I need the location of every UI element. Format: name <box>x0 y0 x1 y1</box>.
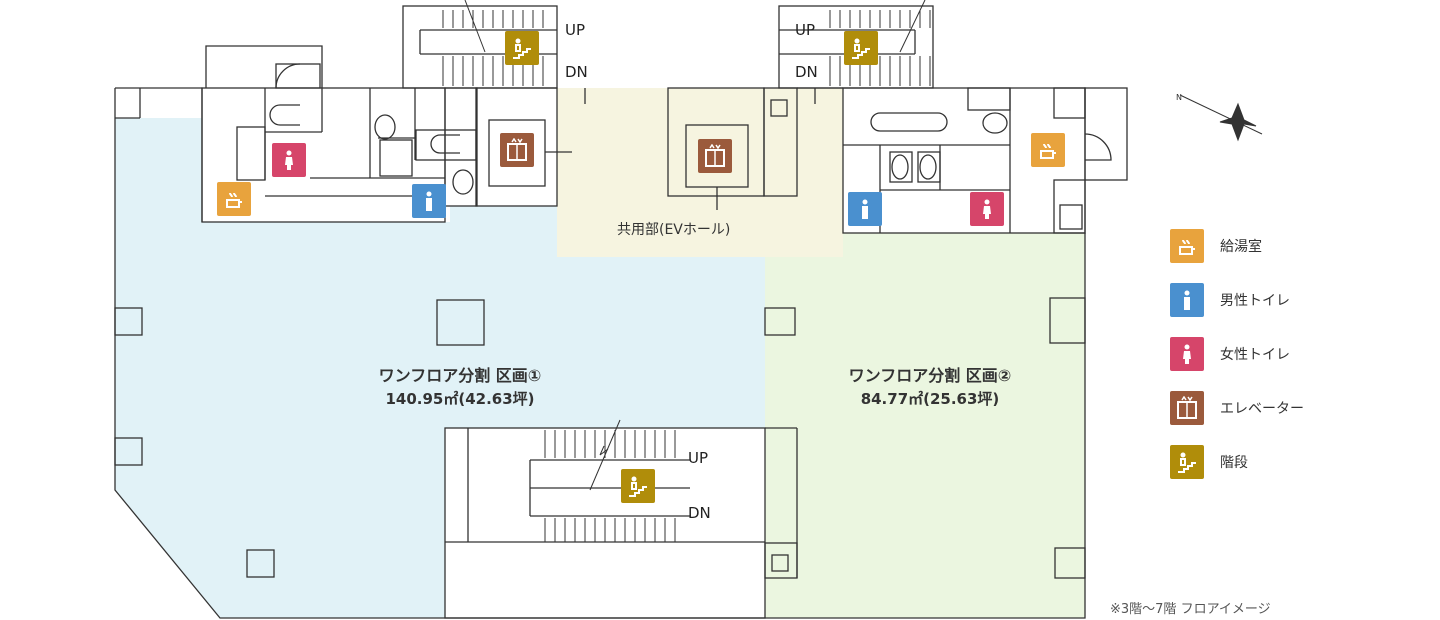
stair-down-label: DN <box>795 63 818 81</box>
zone-2-area-label: 84.77㎡(25.63坪) <box>860 390 1000 408</box>
stair-up-label: UP <box>795 21 816 39</box>
legend-label: 階段 <box>1220 455 1248 471</box>
stairs-icon <box>844 31 878 65</box>
legend-item-male-toilet: 男性トイレ <box>1170 282 1290 318</box>
zone-2-title: ワンフロア分割 区画② <box>848 366 1012 385</box>
legend-label: 女性トイレ <box>1220 347 1290 363</box>
female-toilet-icon <box>1170 337 1204 371</box>
stairs-icon <box>505 31 539 65</box>
legend-item-elevator: エレベーター <box>1170 390 1304 426</box>
elevator-icon <box>698 139 732 173</box>
kettle-icon <box>1031 133 1065 167</box>
legend-label: 給湯室 <box>1220 239 1262 255</box>
legend-item-female-toilet: 女性トイレ <box>1170 336 1290 372</box>
stair-up-label: UP <box>688 449 709 467</box>
stairs-icon <box>1170 445 1204 479</box>
floor-note: ※3階〜7階 フロアイメージ <box>1110 602 1271 617</box>
male-toilet-icon <box>1170 283 1204 317</box>
male-toilet-icon <box>848 192 882 226</box>
legend-item-kitchenette: 給湯室 <box>1170 228 1262 264</box>
zone-1-area-label: 140.95㎡(42.63坪) <box>385 390 535 408</box>
compass-icon: N <box>1176 93 1263 142</box>
male-toilet-icon <box>412 184 446 218</box>
stair-down-label: DN <box>565 63 588 81</box>
kettle-icon <box>1170 229 1204 263</box>
legend-label: エレベーター <box>1220 401 1304 417</box>
svg-text:N: N <box>1176 93 1182 102</box>
elevator-icon <box>500 133 534 167</box>
stairs-icon <box>621 469 655 503</box>
common-area-label: 共用部(EVホール) <box>617 222 731 238</box>
legend-item-stairs: 階段 <box>1170 444 1248 480</box>
zone-1-title: ワンフロア分割 区画① <box>378 366 542 385</box>
stair-down-label: DN <box>688 504 711 522</box>
kettle-icon <box>217 182 251 216</box>
stair-up-label: UP <box>565 21 586 39</box>
legend-label: 男性トイレ <box>1220 293 1290 309</box>
elevator-icon <box>1170 391 1204 425</box>
zone-1-area <box>115 118 765 618</box>
female-toilet-icon <box>970 192 1004 226</box>
zone-2-area <box>765 233 1085 618</box>
outer-wall <box>114 88 1086 619</box>
female-toilet-icon <box>272 143 306 177</box>
